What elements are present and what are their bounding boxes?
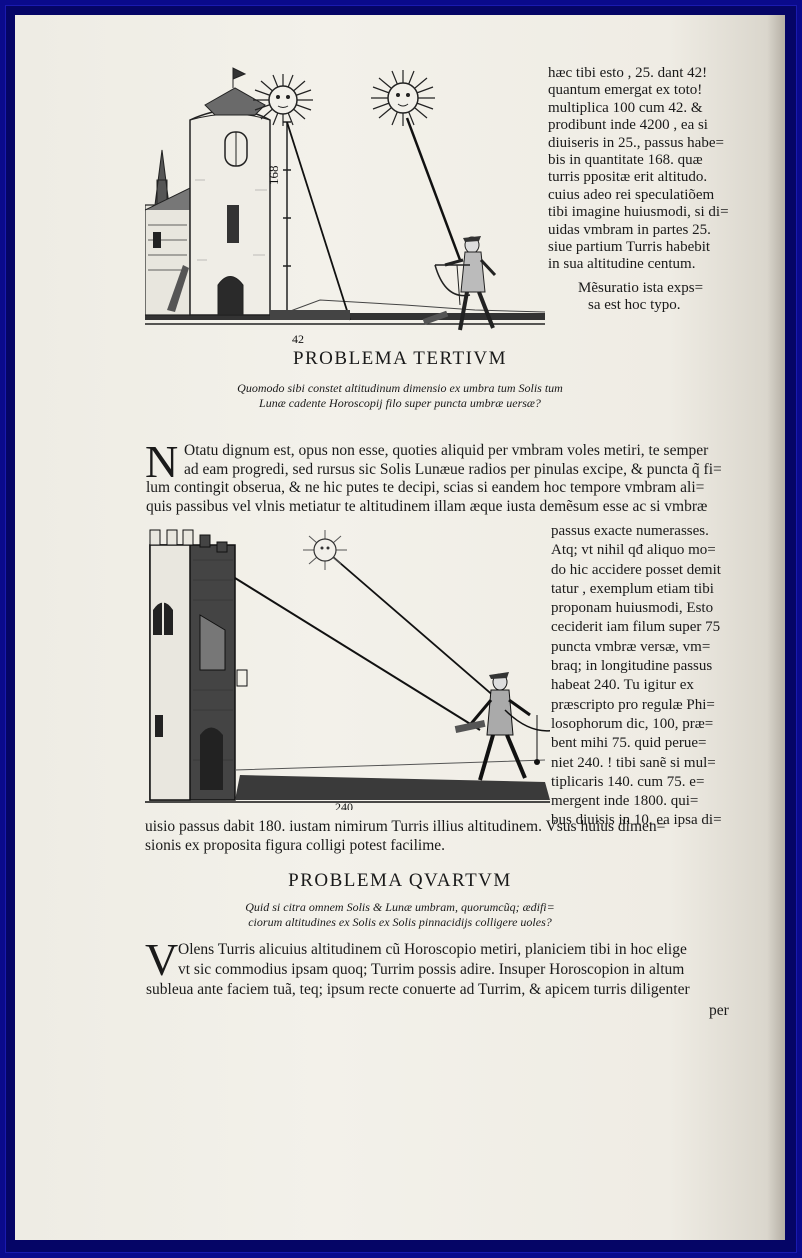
dropcap-v: V (145, 934, 179, 985)
subtitle-line: ciorum altitudines ex Solis ex Solis pin… (248, 914, 552, 929)
problem-4-paragraph: Olens Turris alicuius altitudinem cũ Hor… (146, 940, 690, 1000)
problem-3-subtitle: Quomodo sibi constet altitudinum dimensi… (15, 381, 785, 410)
fortress-tower-drawing (149, 529, 248, 801)
text-line: turris ppositæ erit altitudo. (548, 169, 708, 186)
text-line: sionis ex proposita figura colligi potes… (145, 836, 446, 854)
text-line: habeat 240. Tu igitur ex (551, 677, 694, 694)
caption-line: sa est hoc typo. (588, 297, 681, 314)
text-line: bus diuisis in 10. ea ipsa di= (551, 812, 722, 829)
text-line: braq; in longitudine passus (551, 658, 713, 675)
catchword: per (709, 1002, 729, 1019)
text-line: Otatu dignum est, opus non esse, quoties… (184, 442, 709, 459)
observer-figure-drawing (422, 236, 497, 331)
text-line: niet 240. ! tibi sanẽ si mul= (551, 754, 716, 771)
text-line: uisio passus dabit 180. iustam nimirum T… (145, 818, 666, 835)
text-line: Atq; vt nihil qđ aliquo mo= (551, 542, 716, 559)
problem-3-side-column: passus exacte numerasses. Atq; vt nihil … (551, 522, 722, 831)
ground-distance-label: 42 (292, 332, 304, 345)
top-right-text-column: hæc tibi esto , 25. dant 42! quantum eme… (548, 65, 729, 315)
sun-face-icon (303, 530, 347, 570)
church-drawing (145, 149, 191, 316)
text-line: siue partium Turris habebit (548, 239, 711, 256)
text-line: hæc tibi esto , 25. dant 42! (548, 65, 708, 81)
text-line: prodibunt inde 4200 , ea si (548, 117, 708, 134)
text-line: lum contingit obserua, & ne hic putes te… (146, 479, 705, 496)
problem-3-heading: PROBLEMA TERTIVM (292, 348, 508, 369)
text-line: uidas vmbram in partes 25. (548, 221, 711, 238)
text-line: vt sic commodius ipsam quoq; Turrim poss… (178, 961, 685, 978)
text-line: bis in quantitate 168. quæ (548, 152, 703, 169)
book-page: 168 (15, 15, 785, 1240)
text-line: subleua ante faciem tuã, teq; ipsum rect… (146, 981, 690, 998)
tower-height-label: 168 (266, 166, 281, 186)
text-line: multiplica 100 cum 42. & (548, 99, 703, 116)
text-line: mergent inde 1800. qui= (551, 793, 699, 810)
text-line: præscripto pro regulæ Phi= (551, 696, 715, 713)
woodcut-fortress-sun-figure: 240 (145, 529, 550, 810)
text-line: in sua altitudine centum. (548, 256, 696, 273)
ground-distance-label: 240 (335, 800, 353, 810)
problem-4-heading: PROBLEMA QVARTVM (288, 870, 512, 891)
text-line: proponam huiusmodi, Esto (551, 600, 714, 617)
text-line: do hic accidere posset demit (551, 561, 721, 578)
text-line: ad eam progredi, sed rursus sic Solis Lu… (184, 460, 722, 478)
text-line: tatur , exemplum etiam tibi (551, 580, 714, 597)
text-line: quis passibus vel vlnis metiatur te alti… (146, 497, 708, 515)
subtitle-line: Lunæ cadente Horoscopij filo super punct… (259, 395, 541, 410)
problem-3-paragraph: Otatu dignum est, opus non esse, quoties… (146, 442, 722, 516)
text-line: ceciderit iam filum super 75 (551, 619, 721, 636)
text-line: puncta vmbræ versæ, vm= (551, 638, 711, 655)
dropcap-n: N (145, 436, 179, 487)
text-line: losophorum dic, 100, præ= (551, 715, 714, 732)
observer-figure-drawing (454, 672, 550, 781)
problem-3-conclusion: uisio passus dabit 180. iustam nimirum T… (145, 818, 665, 855)
caption-line: Mẽsuratio ista exps= (578, 279, 704, 296)
subtitle-line: Quomodo sibi constet altitudinum dimensi… (237, 381, 563, 395)
text-line: diuiseris in 25., passus habe= (548, 134, 724, 151)
subtitle-line: Quid si citra omnem Solis & Lunæ umbram,… (245, 900, 555, 914)
text-line: quantum emergat ex toto! (548, 82, 703, 99)
text-line: Olens Turris alicuius altitudinem cũ Hor… (178, 941, 687, 958)
woodcut-tower-sun-figure: 168 (145, 67, 546, 345)
text-line: cuius adeo rei speculatiõem (548, 186, 715, 203)
text-line: bent mihi 75. quid perue= (551, 735, 707, 752)
sun-face-icon (253, 74, 313, 126)
sun-face-icon (371, 70, 435, 126)
problem-4-subtitle: Quid si citra omnem Solis & Lunæ umbram,… (15, 900, 785, 929)
text-line: tibi imagine huiusmodi, si di= (548, 204, 729, 221)
round-tower-drawing (189, 67, 271, 316)
text-line: passus exacte numerasses. (551, 523, 709, 539)
text-line: tiplicaris 140. cum 75. e= (551, 773, 705, 790)
